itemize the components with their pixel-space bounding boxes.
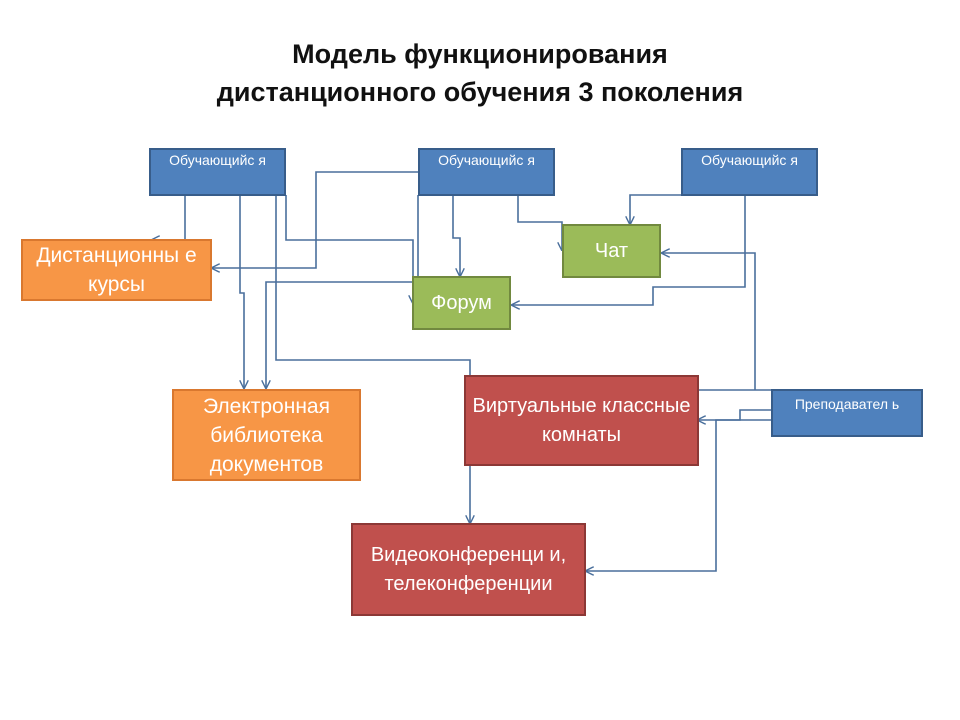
student-box-1: Обучающийс я bbox=[149, 148, 286, 196]
library-label: Электронная библиотека документов bbox=[203, 394, 330, 476]
student-box-3: Обучающийс я bbox=[681, 148, 818, 196]
forum-label: Форум bbox=[431, 292, 492, 314]
student-box-3-label: Обучающийс я bbox=[701, 152, 798, 168]
title-line-2: дистанционного обучения 3 поколения bbox=[216, 77, 744, 107]
title-line-1: Модель функционирования bbox=[292, 39, 668, 69]
forum-box: Форум bbox=[412, 276, 511, 330]
teacher-label: Преподавател ь bbox=[794, 396, 900, 412]
diagram-title: Модель функционирования дистанционного о… bbox=[0, 35, 960, 111]
connector-s1-library bbox=[239, 195, 244, 388]
teacher-box: Преподавател ь bbox=[771, 389, 923, 437]
student-box-1-label: Обучающийс я bbox=[169, 152, 266, 168]
connector-s2-library bbox=[266, 195, 419, 388]
connector-s1-courses bbox=[152, 195, 186, 240]
connector-s2-forum bbox=[452, 195, 460, 276]
connector-s3-forum bbox=[512, 195, 746, 305]
chat-label: Чат bbox=[594, 240, 629, 262]
connector-teacher-classrooms bbox=[698, 409, 772, 420]
virtual-classrooms-label: Виртуальные классные комнаты bbox=[472, 394, 691, 446]
connector-s2-courses bbox=[212, 171, 418, 268]
connector-s2-chat bbox=[517, 195, 562, 250]
library-box: Электронная библиотека документов bbox=[172, 389, 361, 481]
distance-courses-box: Дистанционны е курсы bbox=[21, 239, 212, 301]
connector-teacher-video bbox=[586, 419, 772, 571]
videoconference-box: Видеоконференци и, телеконференции bbox=[351, 523, 586, 616]
virtual-classrooms-box: Виртуальные классные комнаты bbox=[464, 375, 699, 466]
student-box-2: Обучающийс я bbox=[418, 148, 555, 196]
connector-s3-chat bbox=[630, 194, 686, 224]
connector-s1-forum bbox=[285, 195, 413, 303]
student-box-2-label: Обучающийс я bbox=[438, 152, 535, 168]
connector-teacher-chat bbox=[662, 253, 756, 390]
distance-courses-label: Дистанционны е курсы bbox=[36, 244, 197, 296]
videoconference-label: Видеоконференци и, телеконференции bbox=[370, 543, 567, 595]
chat-box: Чат bbox=[562, 224, 661, 278]
